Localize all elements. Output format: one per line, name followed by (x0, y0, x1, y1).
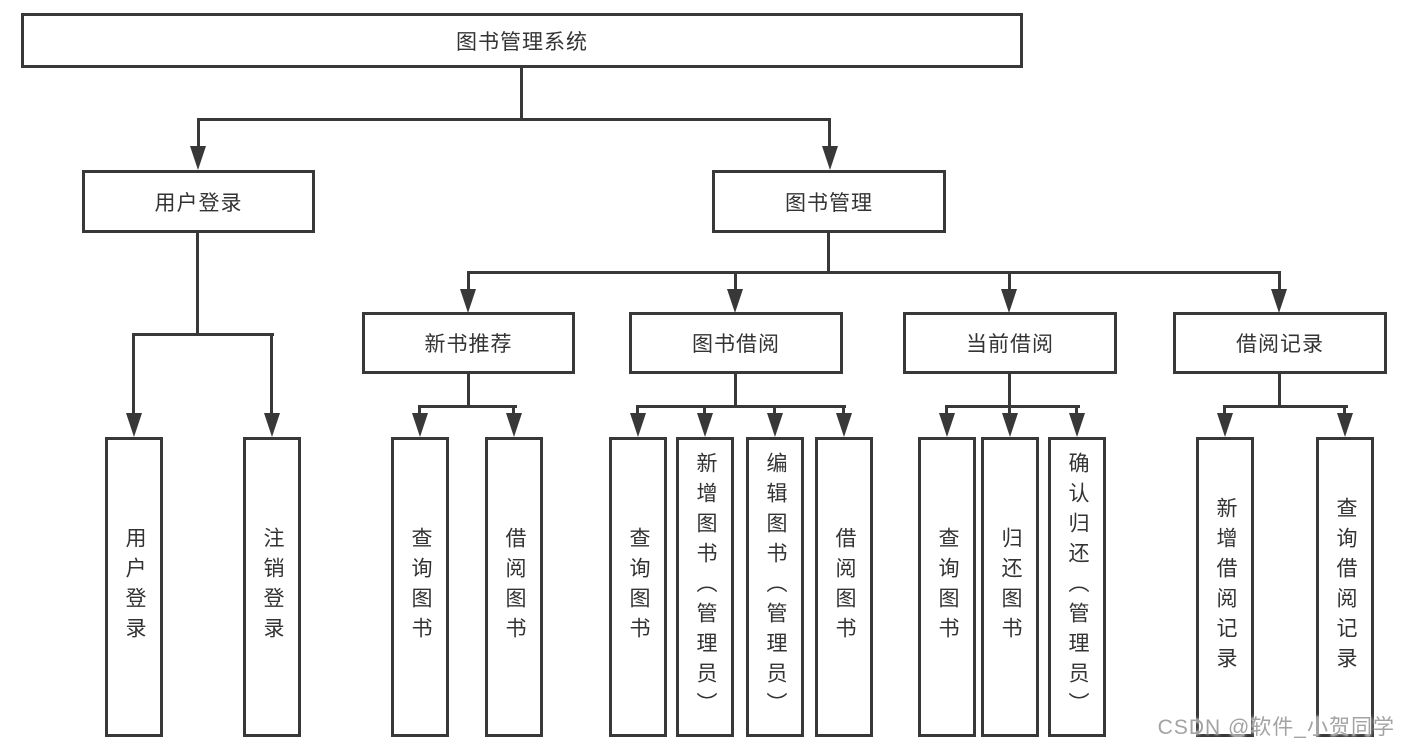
connector (1278, 271, 1281, 293)
connector (828, 118, 831, 150)
node-book-borrow-label: 图书借阅 (692, 333, 780, 356)
leaf-query-borrow-record: 查询借阅记录 (1316, 437, 1374, 737)
connector (270, 333, 273, 415)
connector (1008, 373, 1011, 408)
arrowhead (836, 413, 852, 437)
leaf-add-book-admin: 新增图书（管理员） (676, 437, 734, 737)
connector (703, 405, 706, 417)
leaf-user-login-label: 用户登录 (123, 527, 146, 647)
arrowhead (264, 413, 280, 437)
arrowhead (822, 146, 838, 170)
leaf-edit-book-admin: 编辑图书（管理员） (746, 437, 804, 737)
leaf-query-books-current: 查询图书 (918, 437, 976, 737)
connector (1343, 405, 1346, 417)
node-book-borrow: 图书借阅 (629, 312, 843, 374)
connector (773, 405, 776, 417)
leaf-edit-book-admin-label: 编辑图书（管理员） (764, 452, 787, 722)
connector (636, 405, 639, 417)
leaf-add-borrow-record-label: 新增借阅记录 (1214, 497, 1237, 677)
leaf-borrow-books-recommend-label: 借阅图书 (503, 527, 526, 647)
arrowhead (1069, 413, 1085, 437)
connector (827, 233, 830, 274)
arrowhead (1002, 413, 1018, 437)
connector (196, 233, 199, 335)
connector (418, 405, 517, 408)
node-book-management: 图书管理 (712, 170, 946, 233)
leaf-confirm-return-admin: 确认归还（管理员） (1048, 437, 1106, 737)
arrowhead (727, 289, 743, 313)
node-borrow-records: 借阅记录 (1173, 312, 1387, 374)
arrowhead (697, 413, 713, 437)
leaf-borrow-books-borrow: 借阅图书 (815, 437, 873, 737)
leaf-add-borrow-record: 新增借阅记录 (1196, 437, 1254, 737)
leaf-add-book-admin-label: 新增图书（管理员） (694, 452, 717, 722)
arrowhead (1001, 289, 1017, 313)
arrowhead (460, 289, 476, 313)
node-user-login-label: 用户登录 (154, 191, 243, 215)
leaf-borrow-books-recommend: 借阅图书 (485, 437, 543, 737)
connector (1223, 405, 1348, 408)
watermark: CSDN @软件_小贺同学 (1157, 716, 1395, 739)
arrowhead (506, 413, 522, 437)
leaf-logout: 注销登录 (243, 437, 301, 737)
connector (734, 271, 737, 293)
connector (197, 118, 200, 150)
arrowhead (126, 413, 142, 437)
leaf-user-login: 用户登录 (105, 437, 163, 737)
arrowhead (939, 413, 955, 437)
leaf-query-books-recommend: 查询图书 (391, 437, 449, 737)
node-new-book-recommend-label: 新书推荐 (424, 333, 513, 356)
connector (1008, 405, 1011, 417)
node-new-book-recommend: 新书推荐 (362, 312, 575, 374)
leaf-confirm-return-admin-label: 确认归还（管理员） (1066, 452, 1089, 722)
connector (945, 405, 1080, 408)
connector (132, 333, 135, 415)
connector (467, 271, 1281, 274)
connector (418, 405, 421, 417)
leaf-query-books-current-label: 查询图书 (936, 527, 959, 647)
connector (842, 405, 845, 417)
connector (1075, 405, 1078, 417)
leaf-logout-label: 注销登录 (261, 527, 284, 647)
node-user-login: 用户登录 (82, 170, 315, 233)
arrowhead (630, 413, 646, 437)
arrowhead (1337, 413, 1353, 437)
leaf-query-borrow-record-label: 查询借阅记录 (1334, 497, 1357, 677)
connector (467, 271, 470, 293)
node-root: 图书管理系统 (21, 13, 1023, 68)
connector (1008, 271, 1011, 293)
connector (512, 405, 515, 417)
arrowhead (1271, 289, 1287, 313)
leaf-query-books-borrow-label: 查询图书 (627, 527, 650, 647)
connector (945, 405, 948, 417)
leaf-return-book-label: 归还图书 (999, 527, 1022, 647)
arrowhead (767, 413, 783, 437)
connector (636, 405, 846, 408)
arrowhead (1217, 413, 1233, 437)
connector (467, 373, 470, 408)
arrowhead (412, 413, 428, 437)
node-borrow-records-label: 借阅记录 (1236, 333, 1324, 356)
leaf-return-book: 归还图书 (981, 437, 1039, 737)
node-current-borrow: 当前借阅 (903, 312, 1117, 374)
connector (1223, 405, 1226, 417)
leaf-query-books-borrow: 查询图书 (609, 437, 667, 737)
arrowhead (190, 146, 206, 170)
connector (520, 68, 523, 120)
leaf-borrow-books-borrow-label: 借阅图书 (833, 527, 856, 647)
connector (1278, 373, 1281, 408)
connector (132, 333, 274, 336)
node-root-label: 图书管理系统 (456, 30, 588, 54)
connector (734, 373, 737, 408)
leaf-query-books-recommend-label: 查询图书 (409, 527, 432, 647)
node-current-borrow-label: 当前借阅 (966, 333, 1054, 356)
connector (197, 118, 831, 121)
node-book-management-label: 图书管理 (785, 191, 873, 215)
